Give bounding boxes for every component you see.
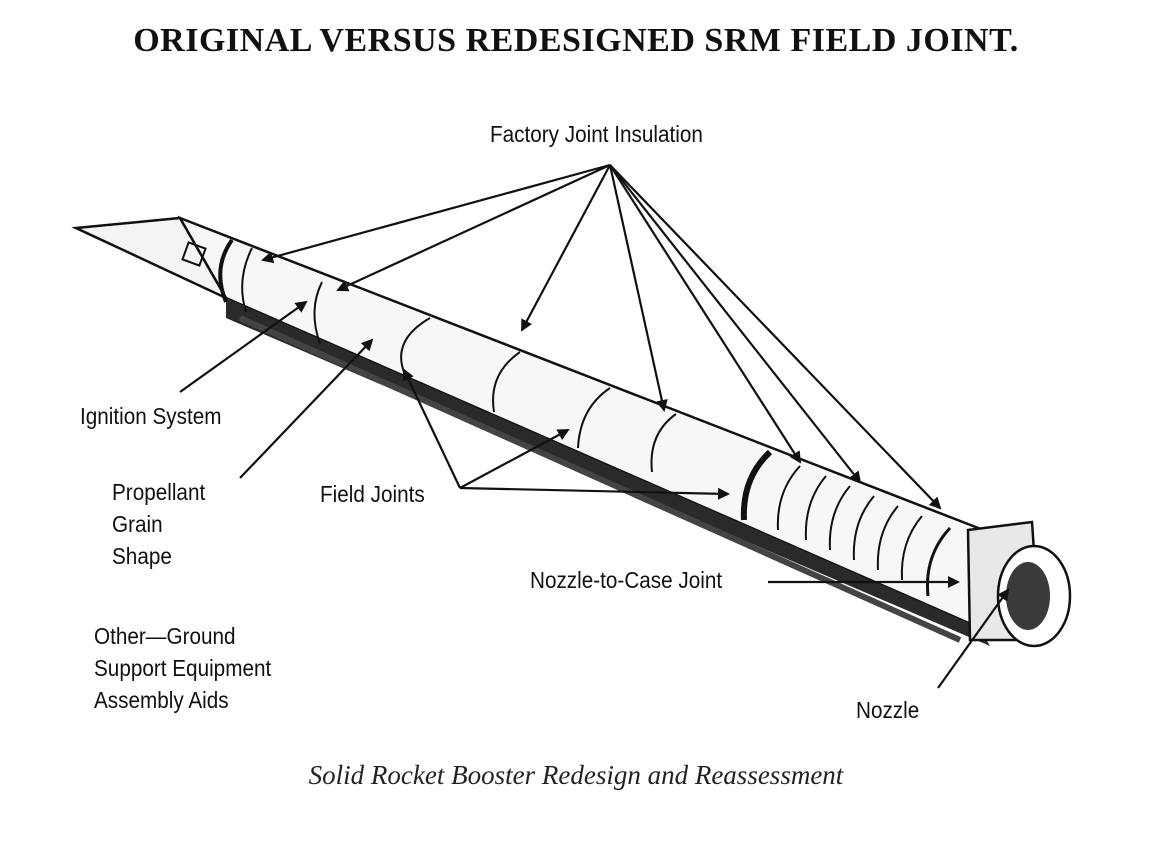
label-other-line-1: Other—Ground xyxy=(94,623,236,649)
label-other-ground-support: Other—Ground Support Equipment Assembly … xyxy=(94,620,291,716)
factory-joint-arrows xyxy=(261,163,942,510)
booster-body xyxy=(71,215,1043,646)
label-factory-joint-insulation: Factory Joint Insulation xyxy=(490,121,703,147)
nozzle-arrow xyxy=(937,588,1010,689)
label-nozzle-to-case-joint: Nozzle-to-Case Joint xyxy=(530,567,723,593)
label-nozzle: Nozzle xyxy=(856,697,920,723)
page-title: ORIGINAL VERSUS REDESIGNED SRM FIELD JOI… xyxy=(133,22,1019,59)
label-propellant-line-2: Grain xyxy=(112,511,163,537)
field-joints-arrows xyxy=(402,368,730,500)
propellant-grain-arrow xyxy=(239,338,374,479)
label-other-line-3: Assembly Aids xyxy=(94,687,229,713)
booster-shadow xyxy=(226,298,990,646)
label-other-line-2: Support Equipment xyxy=(94,655,272,681)
label-propellant-line-1: Propellant xyxy=(112,479,206,505)
nozzle-shape xyxy=(966,520,1072,648)
figure-caption: Solid Rocket Booster Redesign and Reasse… xyxy=(308,760,844,790)
label-field-joints: Field Joints xyxy=(320,481,425,507)
label-propellant-line-3: Shape xyxy=(112,543,172,569)
ignition-system-arrow xyxy=(179,300,308,393)
label-propellant-grain-shape: Propellant Grain Shape xyxy=(112,476,216,572)
label-ignition-system: Ignition System xyxy=(80,403,222,429)
